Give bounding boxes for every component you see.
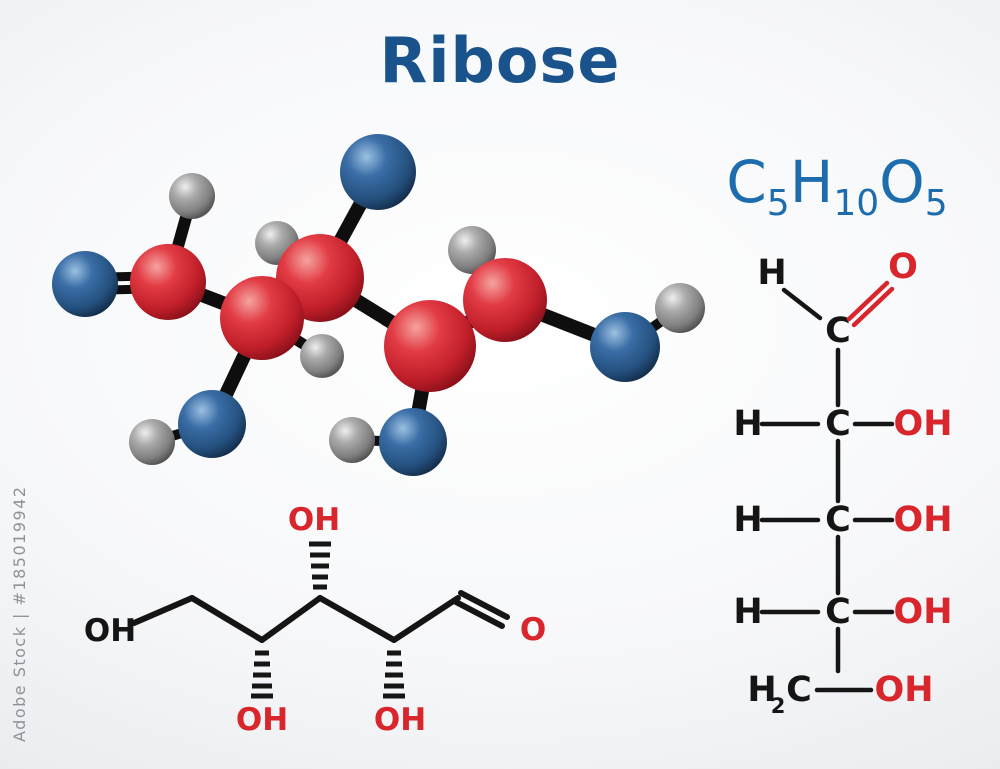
double-bond-line (846, 280, 890, 322)
atom-label-c: C (825, 404, 851, 444)
formula-carbon-count: 5 (766, 183, 790, 224)
hydroxyl-label: OH (893, 500, 952, 540)
fischer-row: H C OH (733, 500, 952, 540)
hydroxyl-label: OH (874, 670, 933, 710)
atom-label-o: O (888, 247, 918, 287)
atom-carbon (130, 244, 206, 320)
fischer-projection: H C O H C OH H C OH H C (733, 247, 952, 718)
atom-hydrogen (448, 226, 496, 274)
page-title: Ribose (379, 24, 621, 97)
hashed-bond (309, 541, 331, 590)
chain-bond (391, 595, 461, 643)
hydroxyl-label: OH (288, 502, 340, 538)
atom-hydrogen (169, 173, 215, 219)
atom-oxygen (52, 251, 118, 317)
hashed-bond (251, 650, 273, 699)
double-bond-line (458, 590, 510, 620)
formula-oxygen-count: 5 (924, 183, 948, 224)
fischer-row: H C OH (733, 404, 952, 444)
atom-carbon (384, 300, 476, 392)
atom-layer (52, 134, 705, 476)
atom-label-h: H (733, 592, 762, 632)
hydroxyl-label: OH (893, 592, 952, 632)
aldehyde-group: H C O (757, 247, 918, 351)
atom-hydrogen (129, 419, 175, 465)
formula-hydrogen-count: 10 (833, 183, 880, 224)
atom-oxygen (590, 312, 660, 382)
atom-label-c: C (825, 311, 851, 351)
molecule-3d-model (52, 134, 705, 476)
chain-bond (131, 595, 195, 626)
fischer-row: H C OH (733, 592, 952, 632)
atom-label-h: H (733, 404, 762, 444)
atom-label-c: C (786, 670, 812, 710)
skeletal-formula: OH O OH OH (84, 502, 546, 738)
bond-line (781, 287, 823, 321)
atom-oxygen (340, 134, 416, 210)
double-bond-line (453, 599, 505, 629)
hydroxyl-label: OH (84, 613, 136, 649)
carbonyl-oxygen-label: O (520, 612, 546, 648)
chain-bond (189, 595, 265, 643)
atom-label-c: C (825, 592, 851, 632)
atom-label-h: H (733, 500, 762, 540)
formula-oxygen: O (879, 148, 925, 216)
atom-carbon (463, 258, 547, 342)
watermark: Adobe Stock | #185019942 (10, 485, 29, 742)
atom-label-c: C (825, 500, 851, 540)
atom-oxygen (178, 390, 246, 458)
atom-hydrogen (300, 334, 344, 378)
atom-carbon (220, 276, 304, 360)
chain-bond (259, 595, 323, 643)
atom-oxygen (379, 408, 447, 476)
chemical-formula: C5H10O5 (712, 148, 962, 224)
fischer-bottom-row: H 2 C OH (747, 670, 933, 718)
formula-carbon: C (726, 148, 767, 216)
atom-hydrogen (655, 283, 705, 333)
hydroxyl-label: OH (374, 702, 426, 738)
atom-label-h: H (747, 670, 776, 710)
atom-hydrogen (329, 417, 375, 463)
subscript-label: 2 (771, 694, 786, 718)
atom-label-h: H (757, 253, 786, 293)
hydroxyl-label: OH (893, 404, 952, 444)
hashed-bond (383, 650, 405, 699)
formula-hydrogen: H (789, 148, 834, 216)
double-bond-line (851, 286, 895, 328)
chain-bond (317, 595, 397, 643)
hydroxyl-label: OH (236, 702, 288, 738)
